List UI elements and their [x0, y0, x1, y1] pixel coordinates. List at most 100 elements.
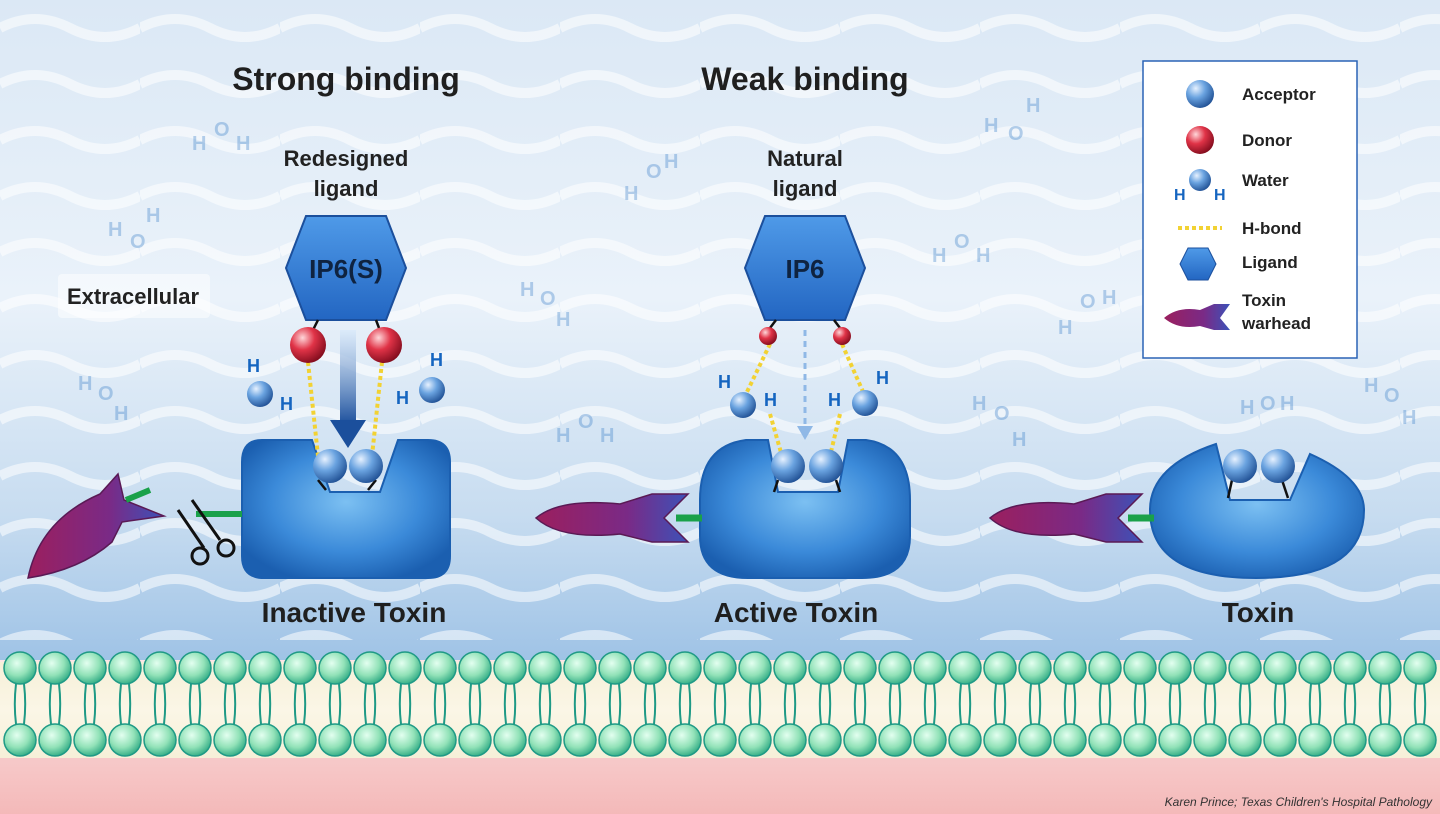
- lipid-tail: [1308, 683, 1312, 725]
- lipid-head: [1263, 651, 1297, 685]
- hbond-line: [306, 361, 320, 457]
- lipid-head: [1403, 723, 1437, 757]
- svg-text:H: H: [1214, 187, 1226, 204]
- lipid-tail: [1108, 683, 1112, 725]
- hbond-line: [768, 413, 784, 457]
- lipid-tail: [538, 683, 542, 725]
- lipid-head: [913, 651, 947, 685]
- svg-text:H: H: [624, 183, 638, 205]
- hbond-line: [828, 413, 842, 457]
- svg-text:H: H: [1174, 187, 1186, 204]
- lipid-head: [178, 651, 212, 685]
- svg-text:H: H: [556, 309, 570, 331]
- lipid-head: [1123, 723, 1157, 757]
- lipid-head: [388, 651, 422, 685]
- lipid-head: [703, 723, 737, 757]
- lipid-head: [598, 651, 632, 685]
- lipid-tail: [653, 683, 657, 725]
- image-credit: Karen Prince; Texas Children's Hospital …: [1165, 795, 1433, 809]
- lipid-tail: [1168, 683, 1172, 725]
- lipid-head: [248, 723, 282, 757]
- lipid-tail: [1028, 683, 1032, 725]
- lipid-head: [1333, 651, 1367, 685]
- hbond-line: [744, 343, 772, 395]
- lipid-head: [808, 723, 842, 757]
- lipid-head: [1088, 651, 1122, 685]
- lipid-head: [388, 723, 422, 757]
- svg-text:H: H: [1058, 317, 1072, 339]
- svg-text:O: O: [1384, 385, 1400, 407]
- lipid-tail: [1003, 683, 1007, 725]
- lipid-tail: [863, 683, 867, 725]
- lipid-tail: [1178, 683, 1182, 725]
- lipid-head: [1298, 651, 1332, 685]
- extracellular-label-box: [58, 274, 210, 318]
- legend-acceptor-label: Acceptor: [1242, 85, 1316, 104]
- hbond-line: [840, 343, 866, 395]
- redesigned-ligand-label-line2: ligand: [314, 176, 379, 201]
- legend-acceptor-icon: [1186, 80, 1214, 108]
- toxin-warhead: [988, 493, 1154, 543]
- lipid-head: [1193, 651, 1227, 685]
- ligand-ip6s-label: IP6(S): [309, 254, 383, 284]
- svg-text:O: O: [130, 231, 146, 253]
- lipid-tail: [1063, 683, 1067, 725]
- lipid-tail: [268, 683, 272, 725]
- lipid-head: [3, 651, 37, 685]
- lipid-head: [773, 723, 807, 757]
- lipid-tail: [198, 683, 202, 725]
- lipid-head: [213, 723, 247, 757]
- lipid-head: [878, 651, 912, 685]
- lipid-head: [948, 723, 982, 757]
- lipid-tail: [923, 683, 927, 725]
- lipid-head: [73, 723, 107, 757]
- lipid-tail: [1378, 683, 1382, 725]
- lipid-head: [738, 723, 772, 757]
- lipid-tail: [1248, 683, 1252, 725]
- legend-hbond-label: H-bond: [1242, 219, 1301, 238]
- lipid-tail: [433, 683, 437, 725]
- lipid-tail: [713, 683, 717, 725]
- lipid-tail: [993, 683, 997, 725]
- lipid-tail: [643, 683, 647, 725]
- lipid-head: [598, 723, 632, 757]
- redesigned-ligand-label-line1: Redesigned: [284, 146, 409, 171]
- lipid-head: [1298, 723, 1332, 757]
- lipid-tail: [1423, 683, 1427, 725]
- lipid-tail: [1038, 683, 1042, 725]
- lipid-head: [983, 723, 1017, 757]
- scissors-icon: [176, 499, 236, 566]
- lipid-head: [633, 723, 667, 757]
- lipid-tail: [128, 683, 132, 725]
- lipid-tail: [933, 683, 937, 725]
- lipid-tail: [828, 683, 832, 725]
- lipid-head: [353, 651, 387, 685]
- lipid-head: [248, 651, 282, 685]
- lipid-head: [38, 723, 72, 757]
- lipid-head: [108, 723, 142, 757]
- svg-text:O: O: [1260, 393, 1276, 415]
- lipid-tail: [503, 683, 507, 725]
- svg-text:O: O: [994, 403, 1010, 425]
- lipid-tail: [783, 683, 787, 725]
- lipid-head: [1368, 651, 1402, 685]
- svg-text:O: O: [98, 383, 114, 405]
- natural-ligand-label-line2: ligand: [773, 176, 838, 201]
- lipid-tail: [758, 683, 762, 725]
- donor-sphere: [290, 327, 326, 363]
- hbond-line: [370, 361, 384, 457]
- svg-text:H: H: [1012, 429, 1026, 451]
- lipid-head: [493, 651, 527, 685]
- lipid-tail: [1143, 683, 1147, 725]
- lipid-head: [563, 723, 597, 757]
- lipid-tail: [13, 683, 17, 725]
- extracellular-label: Extracellular: [67, 284, 200, 309]
- svg-text:H: H: [236, 133, 250, 155]
- lipid-tail: [293, 683, 297, 725]
- lipid-head: [528, 723, 562, 757]
- lipid-tail: [233, 683, 237, 725]
- lipid-tail: [223, 683, 227, 725]
- svg-text:O: O: [1080, 291, 1096, 313]
- strong-binding-heading: Strong binding: [232, 61, 460, 97]
- lipid-tail: [1388, 683, 1392, 725]
